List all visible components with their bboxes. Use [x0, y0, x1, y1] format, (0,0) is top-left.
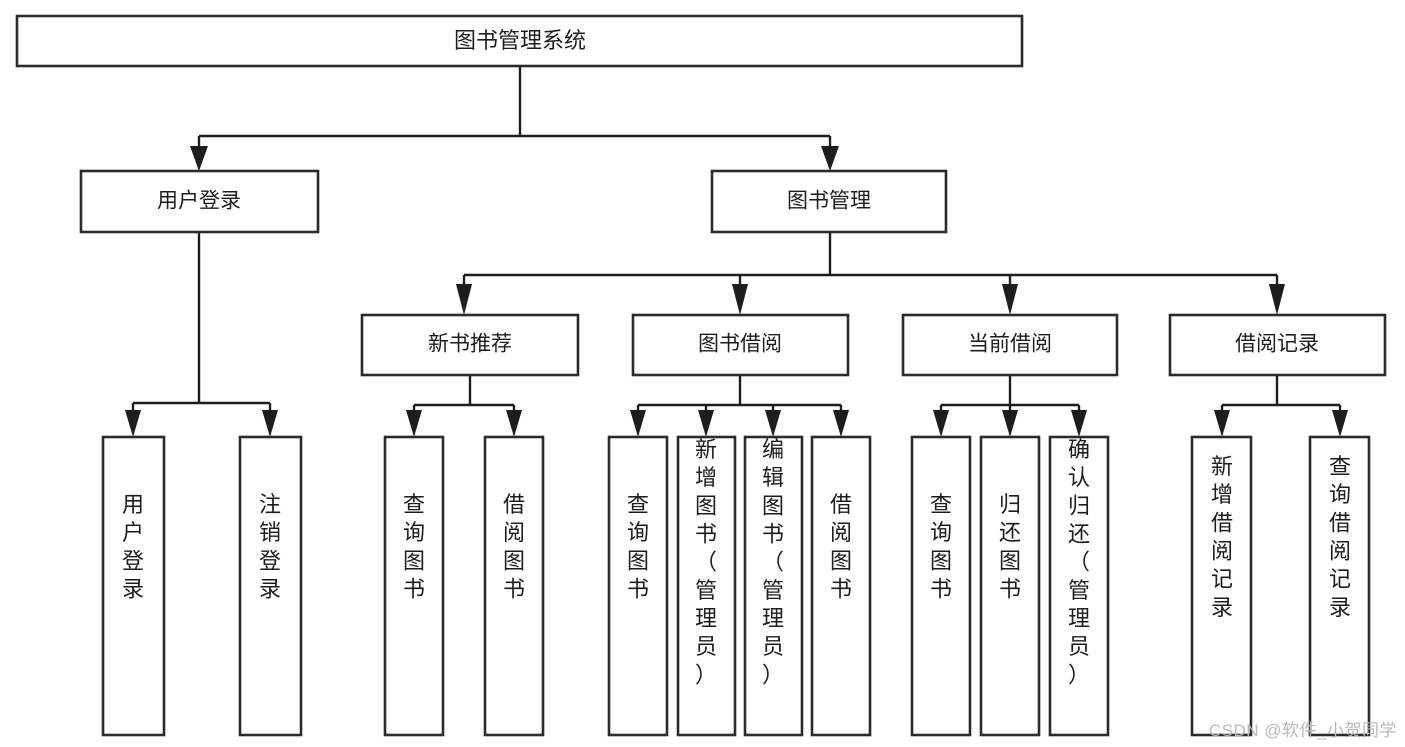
leaf-borrow-book-2[interactable]: 借阅图书	[810, 435, 872, 737]
leaf-query-book-3[interactable]: 查询图书	[910, 435, 972, 737]
arrow-head-book-borrow	[732, 284, 748, 315]
arrow-head-borrow-record	[1269, 284, 1285, 315]
leaf-query-book-2[interactable]: 查询图书	[607, 435, 669, 737]
leaf-add-book-label: 新增图书（管理员）	[695, 437, 717, 687]
leaf-query-book-1[interactable]: 查询图书	[383, 435, 445, 737]
arrow-head-leaf-borrow-book-2	[833, 410, 849, 437]
leaf-confirm-return-box[interactable]	[1048, 435, 1110, 737]
leaf-borrow-book-2-label: 借阅图书	[830, 492, 852, 601]
node-user-login-box[interactable]	[79, 169, 320, 234]
node-book-borrow-box[interactable]	[631, 313, 850, 377]
connector-layer	[125, 66, 1348, 437]
leaf-return-book[interactable]: 归还图书	[979, 435, 1041, 737]
leaf-user-logout[interactable]: 注销登录	[238, 435, 303, 737]
leaf-edit-book-label: 编辑图书（管理员）	[762, 437, 784, 687]
arrow-head-leaf-user-login	[125, 410, 141, 437]
leaf-borrow-book-2-box[interactable]	[810, 435, 872, 737]
leaf-return-book-label: 归还图书	[999, 492, 1021, 601]
arrow-head-leaf-add-book	[698, 410, 714, 437]
node-book-manage-box[interactable]	[710, 169, 948, 234]
node-book-borrow-label: 图书借阅	[698, 333, 782, 356]
node-book-borrow[interactable]: 图书借阅	[631, 313, 850, 377]
node-user-login-label: 用户登录	[157, 190, 241, 213]
node-current-borrow[interactable]: 当前借阅	[901, 313, 1119, 377]
leaf-borrow-book-1[interactable]: 借阅图书	[483, 435, 545, 737]
leaf-query-record[interactable]: 查询借阅记录	[1308, 435, 1371, 737]
node-user-login[interactable]: 用户登录	[79, 169, 320, 234]
leaf-add-book[interactable]: 新增图书（管理员）	[676, 435, 737, 737]
arrow-head-leaf-query-book-1	[406, 410, 422, 437]
leaf-user-login-label: 用户登录	[122, 492, 144, 601]
leaf-add-book-box[interactable]	[676, 435, 737, 737]
leaf-query-record-label: 查询借阅记录	[1329, 454, 1351, 620]
node-new-book-rec-box[interactable]	[360, 313, 580, 377]
arrow-head-leaf-borrow-book-1	[506, 410, 522, 437]
node-book-manage[interactable]: 图书管理	[710, 169, 948, 234]
arrow-head-leaf-return-book	[1002, 410, 1018, 437]
arrow-head-leaf-add-record	[1214, 410, 1230, 437]
node-new-book-rec[interactable]: 新书推荐	[360, 313, 580, 377]
leaf-query-book-3-label: 查询图书	[930, 492, 952, 601]
leaf-user-login-box[interactable]	[101, 435, 166, 737]
node-book-manage-label: 图书管理	[787, 190, 871, 213]
arrow-head-current-borrow	[1002, 284, 1018, 315]
leaf-edit-book-box[interactable]	[743, 435, 804, 737]
leaf-query-book-1-box[interactable]	[383, 435, 445, 737]
arrow-head-leaf-query-book-3	[933, 410, 949, 437]
leaf-confirm-return-label: 确认归还（管理员）	[1068, 437, 1090, 687]
leaf-query-book-2-label: 查询图书	[627, 492, 649, 601]
node-root-box[interactable]	[15, 14, 1024, 68]
node-root[interactable]: 图书管理系统	[15, 14, 1024, 68]
leaf-user-logout-label: 注销登录	[259, 492, 281, 601]
leaf-add-record[interactable]: 新增借阅记录	[1190, 435, 1253, 737]
leaf-query-record-box[interactable]	[1308, 435, 1371, 737]
node-new-book-rec-label: 新书推荐	[428, 333, 512, 356]
node-current-borrow-label: 当前借阅	[968, 333, 1052, 356]
arrow-head-leaf-confirm-return	[1071, 410, 1087, 437]
leaf-query-book-2-box[interactable]	[607, 435, 669, 737]
leaf-add-record-box[interactable]	[1190, 435, 1253, 737]
leaf-borrow-book-1-box[interactable]	[483, 435, 545, 737]
csdn-watermark: CSDN @软件_小贺同学	[1208, 721, 1397, 740]
arrow-head-new-book-rec	[456, 284, 472, 315]
arrow-head-leaf-query-book-2	[630, 410, 646, 437]
leaf-confirm-return[interactable]: 确认归还（管理员）	[1048, 435, 1110, 737]
leaf-borrow-book-1-label: 借阅图书	[503, 492, 525, 601]
arrow-head-book-manage	[821, 146, 839, 171]
node-root-label: 图书管理系统	[454, 28, 586, 53]
arrow-head-user-login	[190, 146, 208, 171]
leaf-user-login[interactable]: 用户登录	[101, 435, 166, 737]
node-borrow-record[interactable]: 借阅记录	[1168, 313, 1387, 377]
leaf-query-book-3-box[interactable]	[910, 435, 972, 737]
arrow-head-leaf-edit-book	[765, 410, 781, 437]
leaf-user-logout-box[interactable]	[238, 435, 303, 737]
node-borrow-record-box[interactable]	[1168, 313, 1387, 377]
leaf-query-book-1-label: 查询图书	[403, 492, 425, 601]
leaf-return-book-box[interactable]	[979, 435, 1041, 737]
arrow-head-leaf-query-record	[1332, 410, 1348, 437]
leaf-edit-book[interactable]: 编辑图书（管理员）	[743, 435, 804, 737]
arrow-head-leaf-user-logout	[262, 410, 278, 437]
node-borrow-record-label: 借阅记录	[1235, 333, 1319, 356]
leaf-add-record-label: 新增借阅记录	[1211, 454, 1233, 620]
node-current-borrow-box[interactable]	[901, 313, 1119, 377]
